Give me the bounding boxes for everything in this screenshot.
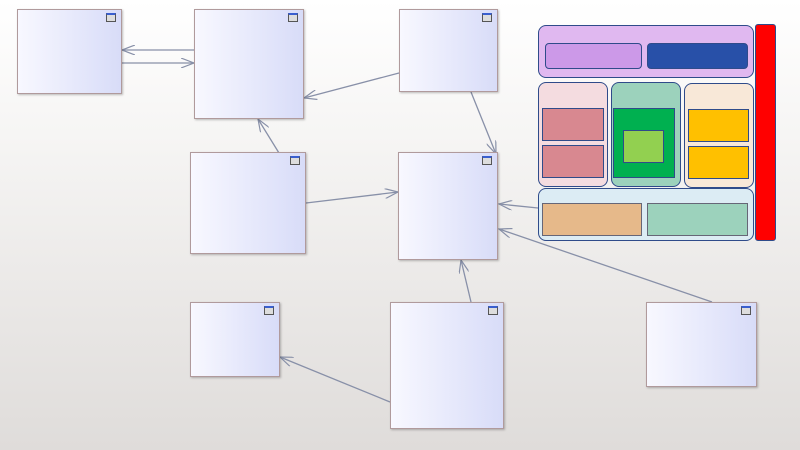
connector[interactable]: [461, 260, 472, 303]
connector[interactable]: [499, 229, 713, 303]
diagram-node[interactable]: [17, 9, 122, 94]
diagram-node[interactable]: [190, 152, 306, 254]
connector[interactable]: [305, 192, 398, 204]
connector[interactable]: [258, 119, 280, 154]
diagram-node[interactable]: [646, 302, 757, 387]
connector[interactable]: [280, 357, 391, 403]
diagram-node[interactable]: [190, 302, 280, 377]
legend-teal-item[interactable]: [647, 203, 748, 236]
connector[interactable]: [499, 204, 539, 208]
legend-green-inner[interactable]: [623, 130, 664, 163]
connector[interactable]: [470, 91, 496, 154]
legend-pink-item[interactable]: [542, 145, 604, 178]
window-icon: [106, 13, 116, 22]
legend-header-b[interactable]: [647, 43, 748, 69]
window-icon: [288, 13, 298, 22]
legend-tan-item[interactable]: [542, 203, 642, 236]
legend-red-bar[interactable]: [755, 24, 776, 241]
window-icon: [482, 156, 492, 165]
connector[interactable]: [304, 72, 400, 98]
diagram-node[interactable]: [390, 302, 504, 429]
legend-header-a[interactable]: [545, 43, 642, 69]
legend-pink-item[interactable]: [542, 108, 604, 141]
window-icon: [741, 306, 751, 315]
window-icon: [290, 156, 300, 165]
diagram-node[interactable]: [398, 152, 498, 260]
window-icon: [488, 306, 498, 315]
legend-yellow-item[interactable]: [688, 146, 749, 179]
legend-yellow-item[interactable]: [688, 109, 749, 142]
window-icon: [482, 13, 492, 22]
window-icon: [264, 306, 274, 315]
diagram-node[interactable]: [194, 9, 304, 119]
diagram-node[interactable]: [399, 9, 498, 92]
